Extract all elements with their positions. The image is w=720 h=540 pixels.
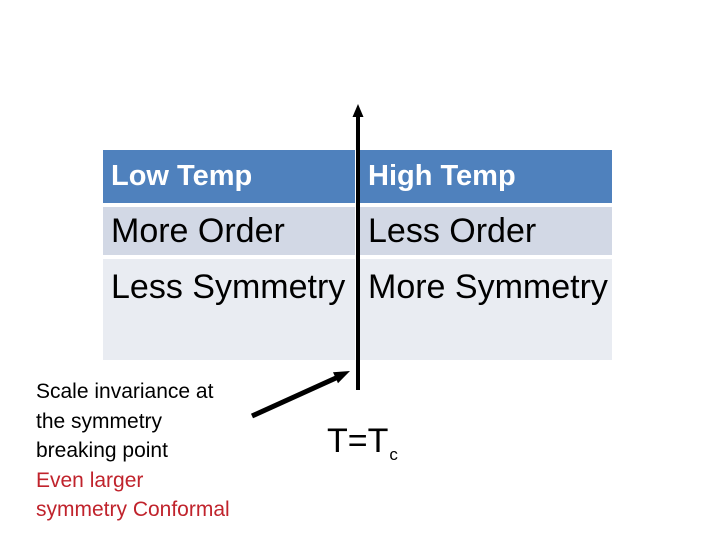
table-cell-less-symmetry: Less Symmetry [103,259,355,360]
critical-temperature-subscript: c [389,445,398,464]
diagonal-arrow-icon [250,371,350,419]
annotation-line-3: breaking point [36,439,168,462]
table-header-high-temp: High Temp [360,150,612,203]
annotation-line-1: Scale invariance at [36,380,214,403]
table-row-symmetry: Less Symmetry More Symmetry [103,259,612,360]
annotation-line-4: Even larger [36,468,144,492]
table-header-row: Low Temp High Temp [103,150,612,203]
phase-table: Low Temp High Temp More Order Less Order… [103,150,612,364]
table-cell-more-symmetry: More Symmetry [360,259,612,360]
annotation-line-2: the symmetry [36,409,163,433]
table-cell-less-order: Less Order [360,207,612,255]
annotation-block: Scale invariance at the symmetry breakin… [36,377,230,525]
annotation-line-5: symmetry Conformal [36,498,230,521]
table-row-order: More Order Less Order [103,207,612,255]
critical-temperature-label: T=Tc [327,422,398,465]
table-header-low-temp: Low Temp [103,150,355,203]
table-cell-more-order: More Order [103,207,355,255]
critical-temperature-main: T=T [327,422,389,460]
